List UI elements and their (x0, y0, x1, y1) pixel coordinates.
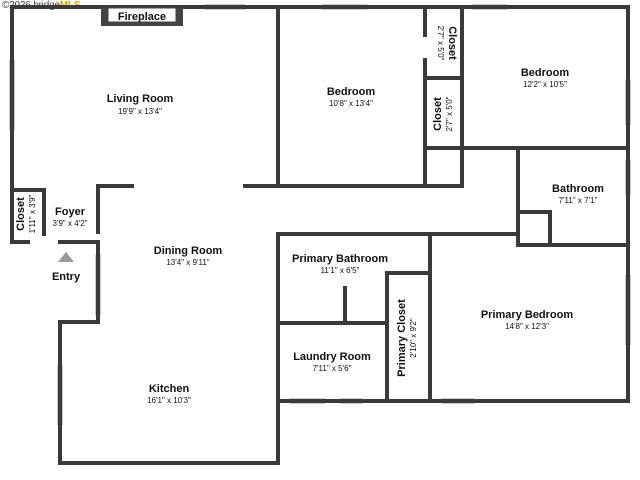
room-name-bedroom-2: Bedroom (521, 67, 570, 79)
room-name-primary-closet: Primary Closet (396, 299, 408, 377)
room-dims-primary-bathroom: 11'1" x 6'5" (321, 266, 360, 275)
walls (10, 5, 630, 465)
room-dims-bedroom-1: 10'8" x 13'4" (329, 99, 373, 108)
room-dims-primary-closet: 2'10" x 9'2" (409, 318, 418, 358)
room-name-laundry-room: Laundry Room (293, 351, 371, 363)
room-dims-primary-bedroom: 14'8" x 12'3" (505, 322, 549, 331)
room-dims-living-room: 19'9" x 13'4" (118, 107, 162, 116)
room-name-kitchen: Kitchen (149, 383, 190, 395)
fireplace-label: Fireplace (118, 11, 166, 23)
room-dims-bedroom-2: 12'2" x 10'5" (523, 80, 567, 89)
room-dims-kitchen: 16'1" x 10'3" (147, 396, 191, 405)
fireplace-inset (107, 7, 177, 23)
entry-label: Entry (52, 271, 81, 283)
room-name-closet-1: Closet (446, 26, 458, 60)
room-dims-closet-foyer: 1'11" x 3'9" (28, 194, 37, 233)
room-dims-closet-1: 2'7" x 5'0" (436, 26, 445, 61)
room-name-primary-bathroom: Primary Bathroom (292, 253, 388, 265)
room-name-primary-bedroom: Primary Bedroom (481, 309, 574, 321)
room-name-closet-foyer: Closet (15, 197, 27, 231)
room-dims-dining-room: 13'4" x 9'11" (166, 258, 209, 267)
room-name-dining-room: Dining Room (154, 245, 223, 257)
room-name-closet-2: Closet (432, 97, 444, 131)
room-name-living-room: Living Room (107, 93, 174, 105)
room-name-bedroom-1: Bedroom (327, 86, 376, 98)
room-labels: Living Room 19'9" x 13'4" Bedroom 10'8" … (15, 26, 604, 405)
room-name-foyer: Foyer (55, 206, 86, 218)
room-dims-laundry-room: 7'11" x 5'6" (313, 364, 352, 373)
room-dims-closet-2: 2'7" x 5'0" (445, 96, 454, 131)
entry-arrow-icon (58, 252, 74, 262)
fireplace: Fireplace (101, 7, 183, 26)
room-dims-bathroom: 7'11" x 7'1" (559, 196, 598, 205)
room-dims-foyer: 3'9" x 4'2" (53, 219, 88, 228)
room-name-bathroom: Bathroom (552, 183, 604, 195)
